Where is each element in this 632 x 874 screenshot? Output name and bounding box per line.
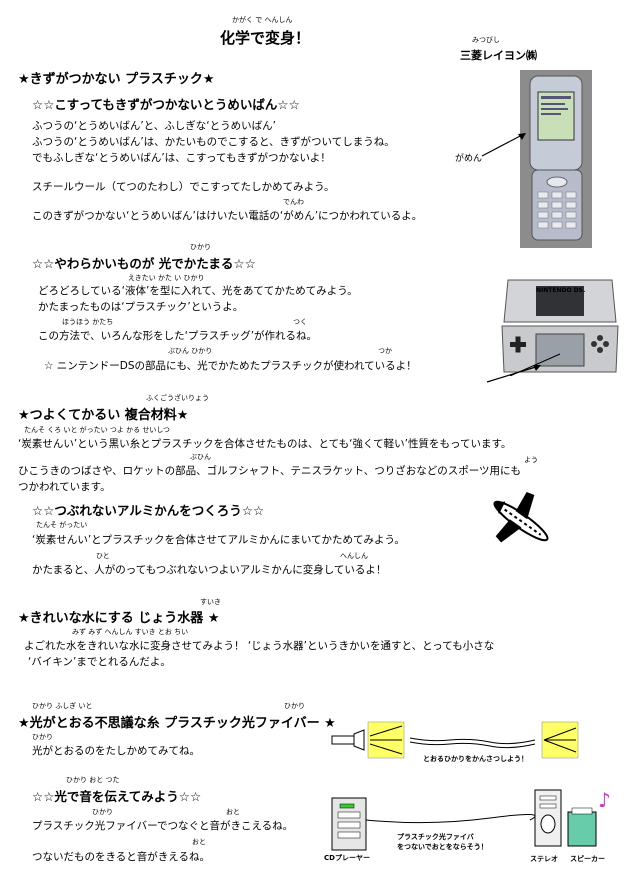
ruby-line: ほうほう かたち <box>62 318 114 326</box>
heading-ruby: ひかり おと つた <box>66 776 120 784</box>
subheading-aluminum-can: ☆☆つぶれないアルミかんをつくろう☆☆ <box>32 503 265 518</box>
music-note-icon: ♪ <box>598 788 611 812</box>
ruby-line: よう <box>524 456 538 464</box>
ruby-hikari: ひかり <box>190 243 211 251</box>
text-line: ふつうの‘とうめいばん’は、かたいものでこすると、きずがついてしまうね。 <box>32 136 395 148</box>
ruby-line: みず みず へんしん すいき とお ちい <box>72 628 189 636</box>
text-line: ☆ ニンテンドーDSの部品にも、光でかためたプラスチックが使われているよ！ <box>44 360 417 372</box>
text-line: つかわれています。 <box>18 481 111 493</box>
subheading-light-cure: ☆☆やわらかいものが 光でかたまる☆☆ <box>32 256 256 271</box>
ruby-line: ひと <box>96 552 110 560</box>
page-title: 化学で変身！ <box>220 29 311 47</box>
section-heading-scratch: ★きずがつかない プラスチック★ <box>18 72 215 87</box>
text-line: でもふしぎな‘とうめいばん’は、こすってもきずがつかないよ！ <box>32 152 331 164</box>
ruby-line: ぶひん ひかり <box>168 347 213 355</box>
fiber-light-diagram <box>331 721 579 759</box>
ruby-line: たんそ がったい <box>36 521 88 529</box>
section-heading-water: ★きれいな水にする じょう水器 ★ <box>18 611 220 626</box>
audio-fiber-diagram <box>331 789 597 851</box>
ruby-denwa: でんわ <box>283 198 304 206</box>
heading-ruby: すいき <box>200 598 221 606</box>
text-line: ‘炭素せんい’という黒い糸とプラスチックを合体させたものは、とても‘強くて軽い’… <box>18 438 512 450</box>
text-line: よごれた水をきれいな水に変身させてみよう！ ‘じょう水器’というきかいを通すと、… <box>24 640 495 652</box>
company-ruby: みつびし <box>472 36 500 44</box>
cd-player-label: CDプレーヤー <box>324 854 370 862</box>
subheading-sound-by-light: ☆☆光で音を伝えてみよう☆☆ <box>32 789 202 804</box>
text-line: かたまったものは‘プラスチック’というよ。 <box>38 301 244 313</box>
text-line: ‘炭素せんい’とプラスチックを合体させてアルミかんにまいてかためてみよう。 <box>32 534 405 546</box>
ruby-line: おと <box>192 838 206 846</box>
cable-label-line1: プラスチック光ファイバ <box>397 833 474 841</box>
section-heading-composite: ★つよくてかるい 複合材料★ <box>18 408 189 423</box>
text-line: どろどろしている‘液体’を型に入れて、光をあててかためてみよう。 <box>38 285 358 297</box>
ruby-line: つか <box>378 347 392 355</box>
ruby-line: たんそ くろ いと がったい つよ かる せいしつ <box>24 426 170 434</box>
text-line: かたまると、人がのってもつぶれないつよいアルミかんに変身しているよ！ <box>32 564 387 576</box>
airplane-icon <box>493 491 549 543</box>
ruby-line: ひかり <box>92 808 113 816</box>
arrow-to-ds-icon <box>486 365 541 383</box>
heading-ruby: ふくごうざいりょう <box>146 394 209 402</box>
subheading-scratchproof: ☆☆こすってもきずがつかないとうめいばん☆☆ <box>32 97 300 112</box>
title-ruby: かがく で へんしん <box>232 16 293 24</box>
ruby-line: おと <box>226 808 240 816</box>
nintendo-ds-image <box>501 279 619 376</box>
text-line: 光がとおるのをたしかめてみてね。 <box>32 745 200 757</box>
ruby-line: ぶひん <box>190 453 211 461</box>
ruby-line: ひかり <box>32 733 53 741</box>
speaker-label: スピーカー <box>570 855 605 863</box>
company-name: 三菱レイヨン㈱ <box>460 49 537 62</box>
ruby-line: へんしん <box>340 552 368 560</box>
ds-logo-text: NINTENDO DS. <box>536 287 586 294</box>
heading-ruby: ひかり <box>284 702 305 710</box>
mobile-phone-image <box>520 70 592 248</box>
section-heading-optical-fiber: ★光がとおる不思議な糸 プラスチック光ファイバー ★ <box>18 716 336 731</box>
text-line: プラスチック光ファイバーでつなぐと音がきこえるね。 <box>32 820 294 832</box>
phone-screen-label: がめん <box>455 154 483 164</box>
heading-ruby: ひかり ふしぎ いと <box>32 702 93 710</box>
text-line: この方法で、いろんな形をした‘プラスチッグ’が作れるね。 <box>38 330 318 342</box>
text-line: ひこうきのつばさや、ロケットの部品、ゴルフシャフト、テニスラケット、つりざおなど… <box>18 465 522 477</box>
ruby-line: えきたい かた い ひかり <box>128 274 205 282</box>
text-line: つないだものをきると音がきえるね。 <box>32 851 210 863</box>
ruby-line: つく <box>293 318 307 326</box>
text-line: ふつうの‘とうめいばん’と、ふしぎな‘とうめいばん’ <box>32 120 276 132</box>
text-line: ‘バイキン’までとれるんだよ。 <box>28 656 171 668</box>
cable-label-line2: をつないでおとをならそう！ <box>397 843 488 851</box>
fiber-caption: とおるひかりをかんさつしよう！ <box>423 755 528 763</box>
stereo-label: ステレオ <box>530 855 558 863</box>
text-line: このきずがつかない‘とうめいばん’はけいたい電話の‘がめん’につかわれているよ。 <box>32 210 423 222</box>
arrow-to-phone-icon <box>481 133 526 157</box>
text-line: スチールウール（てつのたわし）でこすってたしかめてみよう。 <box>32 181 335 193</box>
